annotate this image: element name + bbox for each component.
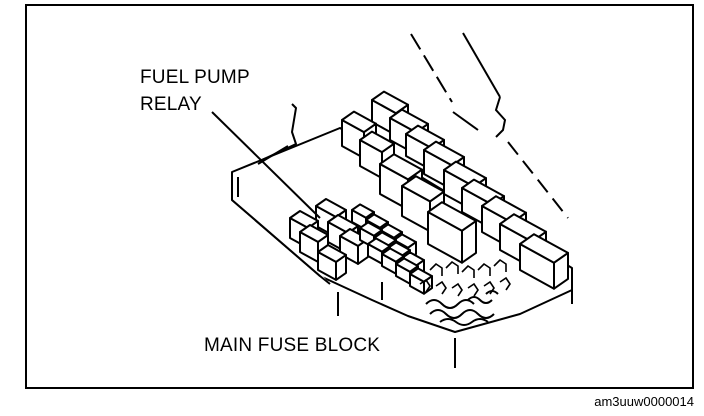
block-24-top	[359, 221, 383, 237]
block-10-top	[359, 130, 395, 154]
block-21-top	[365, 213, 389, 229]
block-8-top	[519, 233, 569, 264]
fuel-pump-relay-label-line1: FUEL PUMP	[140, 67, 250, 88]
figure-code: am3uuw0000014	[594, 394, 694, 409]
block-30-top	[395, 257, 419, 273]
block-31-top	[409, 267, 433, 283]
figure-frame	[25, 4, 694, 389]
fuel-pump-relay-label-line2: RELAY	[140, 94, 202, 115]
block-20-top	[351, 203, 375, 219]
block-3-top	[423, 140, 465, 167]
main-fuse-block-label: MAIN FUSE BLOCK	[204, 335, 381, 356]
fuse-relay-blocks	[289, 90, 569, 295]
background-lines	[410, 32, 569, 219]
block-22-top	[379, 223, 403, 239]
leader-lines	[211, 111, 573, 368]
block-9-top	[341, 110, 377, 134]
small-terminals	[419, 258, 511, 297]
block-0-top	[371, 90, 409, 115]
block-29-top	[381, 247, 405, 263]
block-13-top	[427, 201, 477, 232]
block-14-top	[315, 198, 347, 218]
block-12-top	[401, 175, 445, 203]
block-16-top	[289, 210, 319, 229]
block-28-top	[367, 237, 391, 253]
wire-harness	[425, 290, 499, 326]
block-17-top	[299, 224, 329, 243]
block-23-top	[393, 233, 417, 249]
block-11-top	[379, 153, 423, 181]
block-19-top	[317, 244, 347, 263]
